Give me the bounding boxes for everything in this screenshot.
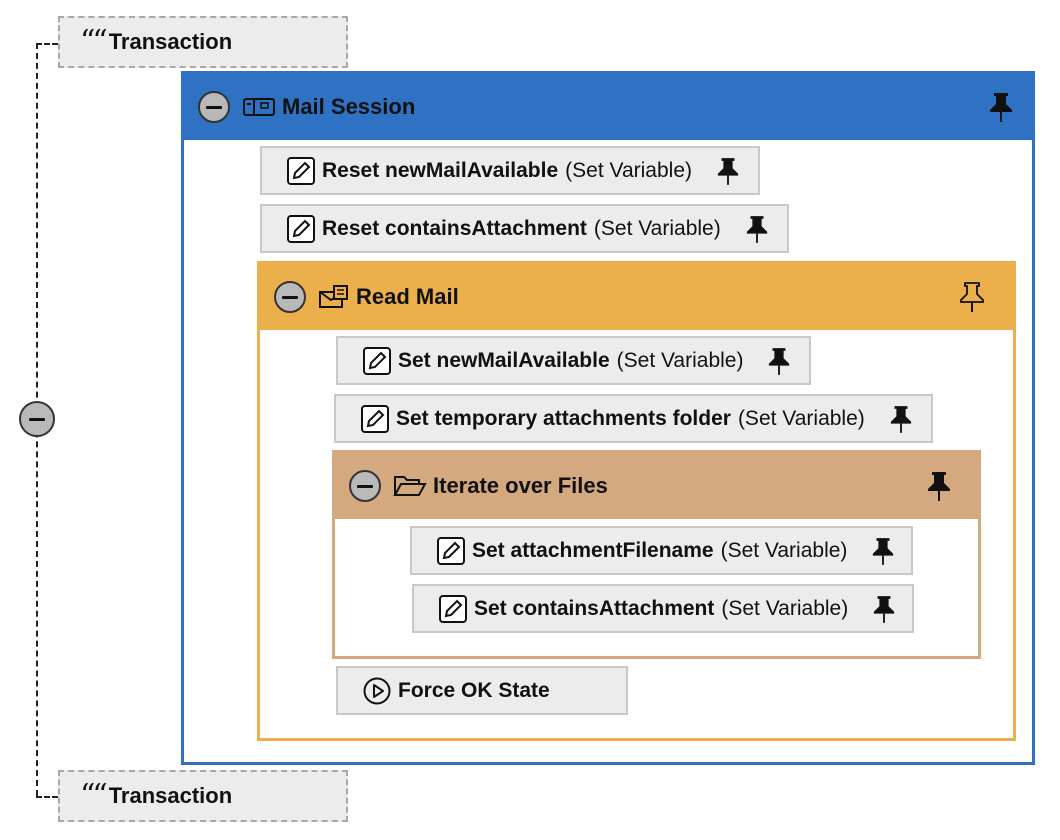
pin-icon[interactable] [716,156,740,186]
read-mail-icon [318,284,350,310]
iterate-files-label: Iterate over Files [433,473,608,498]
pin-icon[interactable] [767,346,791,376]
iterate-files-collapse-button[interactable] [349,470,381,502]
step-name: Set newMailAvailable [398,348,610,372]
step-type: (Set Variable) [593,216,721,240]
step-set-temp-folder[interactable]: Set temporary attachments folder (Set Va… [334,394,933,443]
step-set-attachmentfilename[interactable]: Set attachmentFilename (Set Variable) [410,526,914,575]
step-type: (Set Variable) [616,348,744,372]
pin-icon[interactable] [889,404,913,434]
iterate-files-header[interactable]: Iterate over Files [335,453,978,519]
pencil-icon [438,594,468,624]
connector-top [36,43,58,45]
mail-session-collapse-button[interactable] [198,91,230,123]
pencil-icon [286,214,316,244]
mail-session-header[interactable]: Mail Session [184,74,1032,140]
transaction-collapse-button[interactable] [19,401,55,437]
step-force-ok-state[interactable]: Force OK State [336,666,628,715]
quote-icon: ““ [80,778,108,813]
pin-outline-icon[interactable] [959,281,985,313]
pin-icon[interactable] [988,91,1014,123]
mail-session-label: Mail Session [282,94,416,119]
step-set-containsattachment[interactable]: Set containsAttachment (Set Variable) [412,584,915,633]
pencil-icon [286,156,316,186]
folder-open-icon [393,473,427,499]
pin-icon[interactable] [872,594,896,624]
pin-icon[interactable] [871,536,895,566]
step-type: (Set Variable) [737,406,865,430]
read-mail-label: Read Mail [356,284,459,309]
step-reset-newmailavailable[interactable]: Reset newMailAvailable (Set Variable) [260,146,760,195]
step-name: Set attachmentFilename [472,538,714,562]
step-type: (Set Variable) [565,158,692,182]
step-name: Reset newMailAvailable [322,158,559,182]
transaction-label: Transaction [108,783,233,808]
step-name: Set containsAttachment [474,596,715,620]
quote-icon: ““ [80,24,108,59]
pencil-icon [362,346,392,376]
read-mail-collapse-button[interactable] [274,281,306,313]
transaction-start[interactable]: ““ Transaction [58,16,348,68]
step-type: (Set Variable) [720,538,848,562]
step-name: Reset containsAttachment [322,216,587,240]
step-type: (Set Variable) [721,596,849,620]
step-name: Set temporary attachments folder [396,406,731,430]
transaction-end[interactable]: ““ Transaction [58,770,348,822]
pin-icon[interactable] [745,214,769,244]
connector-bottom [36,796,58,798]
pencil-icon [436,536,466,566]
step-set-newmailavailable[interactable]: Set newMailAvailable (Set Variable) [336,336,812,385]
play-circle-icon [362,676,392,706]
mailbox-icon [242,95,276,119]
transaction-label: Transaction [108,29,233,54]
pencil-icon [360,404,390,434]
step-name: Force OK State [398,678,550,702]
read-mail-header[interactable]: Read Mail [260,264,1013,330]
step-reset-containsattachment[interactable]: Reset containsAttachment (Set Variable) [260,204,789,253]
pin-icon[interactable] [926,470,952,502]
